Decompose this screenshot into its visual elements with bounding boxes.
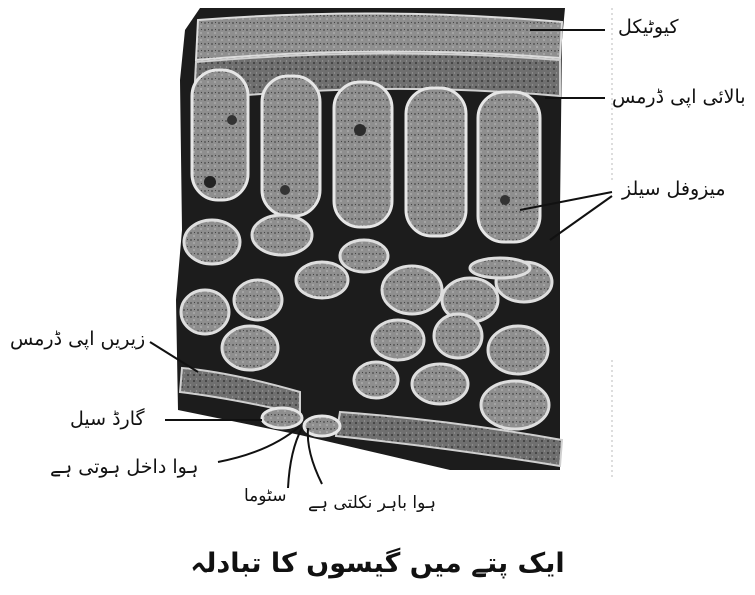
spongy-cell xyxy=(252,215,312,255)
label-air-exits: ہوا باہر نکلتی ہے xyxy=(308,495,436,512)
spongy-cell xyxy=(184,220,240,264)
spongy-cell xyxy=(488,326,548,374)
guard-cell-left xyxy=(262,408,302,428)
label-cuticle: کیوٹیکل xyxy=(618,18,679,37)
label-lower-epidermis: زیریں اپی ڈرمس xyxy=(10,330,145,349)
label-upper-epidermis: بالائی اپی ڈرمس xyxy=(612,88,746,107)
spongy-cell xyxy=(234,280,282,320)
spongy-cell xyxy=(340,240,388,272)
spongy-cell xyxy=(470,258,530,278)
spongy-cell xyxy=(481,381,549,429)
label-air-enters: ہوا داخل ہوتی ہے xyxy=(50,458,199,477)
palisade-cell xyxy=(262,76,320,216)
spongy-cell xyxy=(434,314,482,358)
spongy-cell xyxy=(296,262,348,298)
spongy-cell xyxy=(181,290,229,334)
diagram-caption: ایک پتے میں گیسوں کا تبادلہ xyxy=(0,548,755,579)
spongy-cell xyxy=(372,320,424,360)
spongy-cell xyxy=(354,362,398,398)
label-stomata: سٹوما xyxy=(244,488,286,505)
spongy-cell xyxy=(412,364,468,404)
label-guard-cell: گارڈ سیل xyxy=(70,410,145,429)
palisade-cell xyxy=(478,92,540,242)
spongy-cell xyxy=(222,326,278,370)
spongy-cell xyxy=(382,266,442,314)
label-mesophyll-cells: میزوفل سیلز xyxy=(622,180,726,199)
guard-cell-right xyxy=(304,416,340,436)
palisade-cell xyxy=(192,70,248,200)
palisade-cell xyxy=(406,88,466,236)
palisade-cell xyxy=(334,82,392,227)
